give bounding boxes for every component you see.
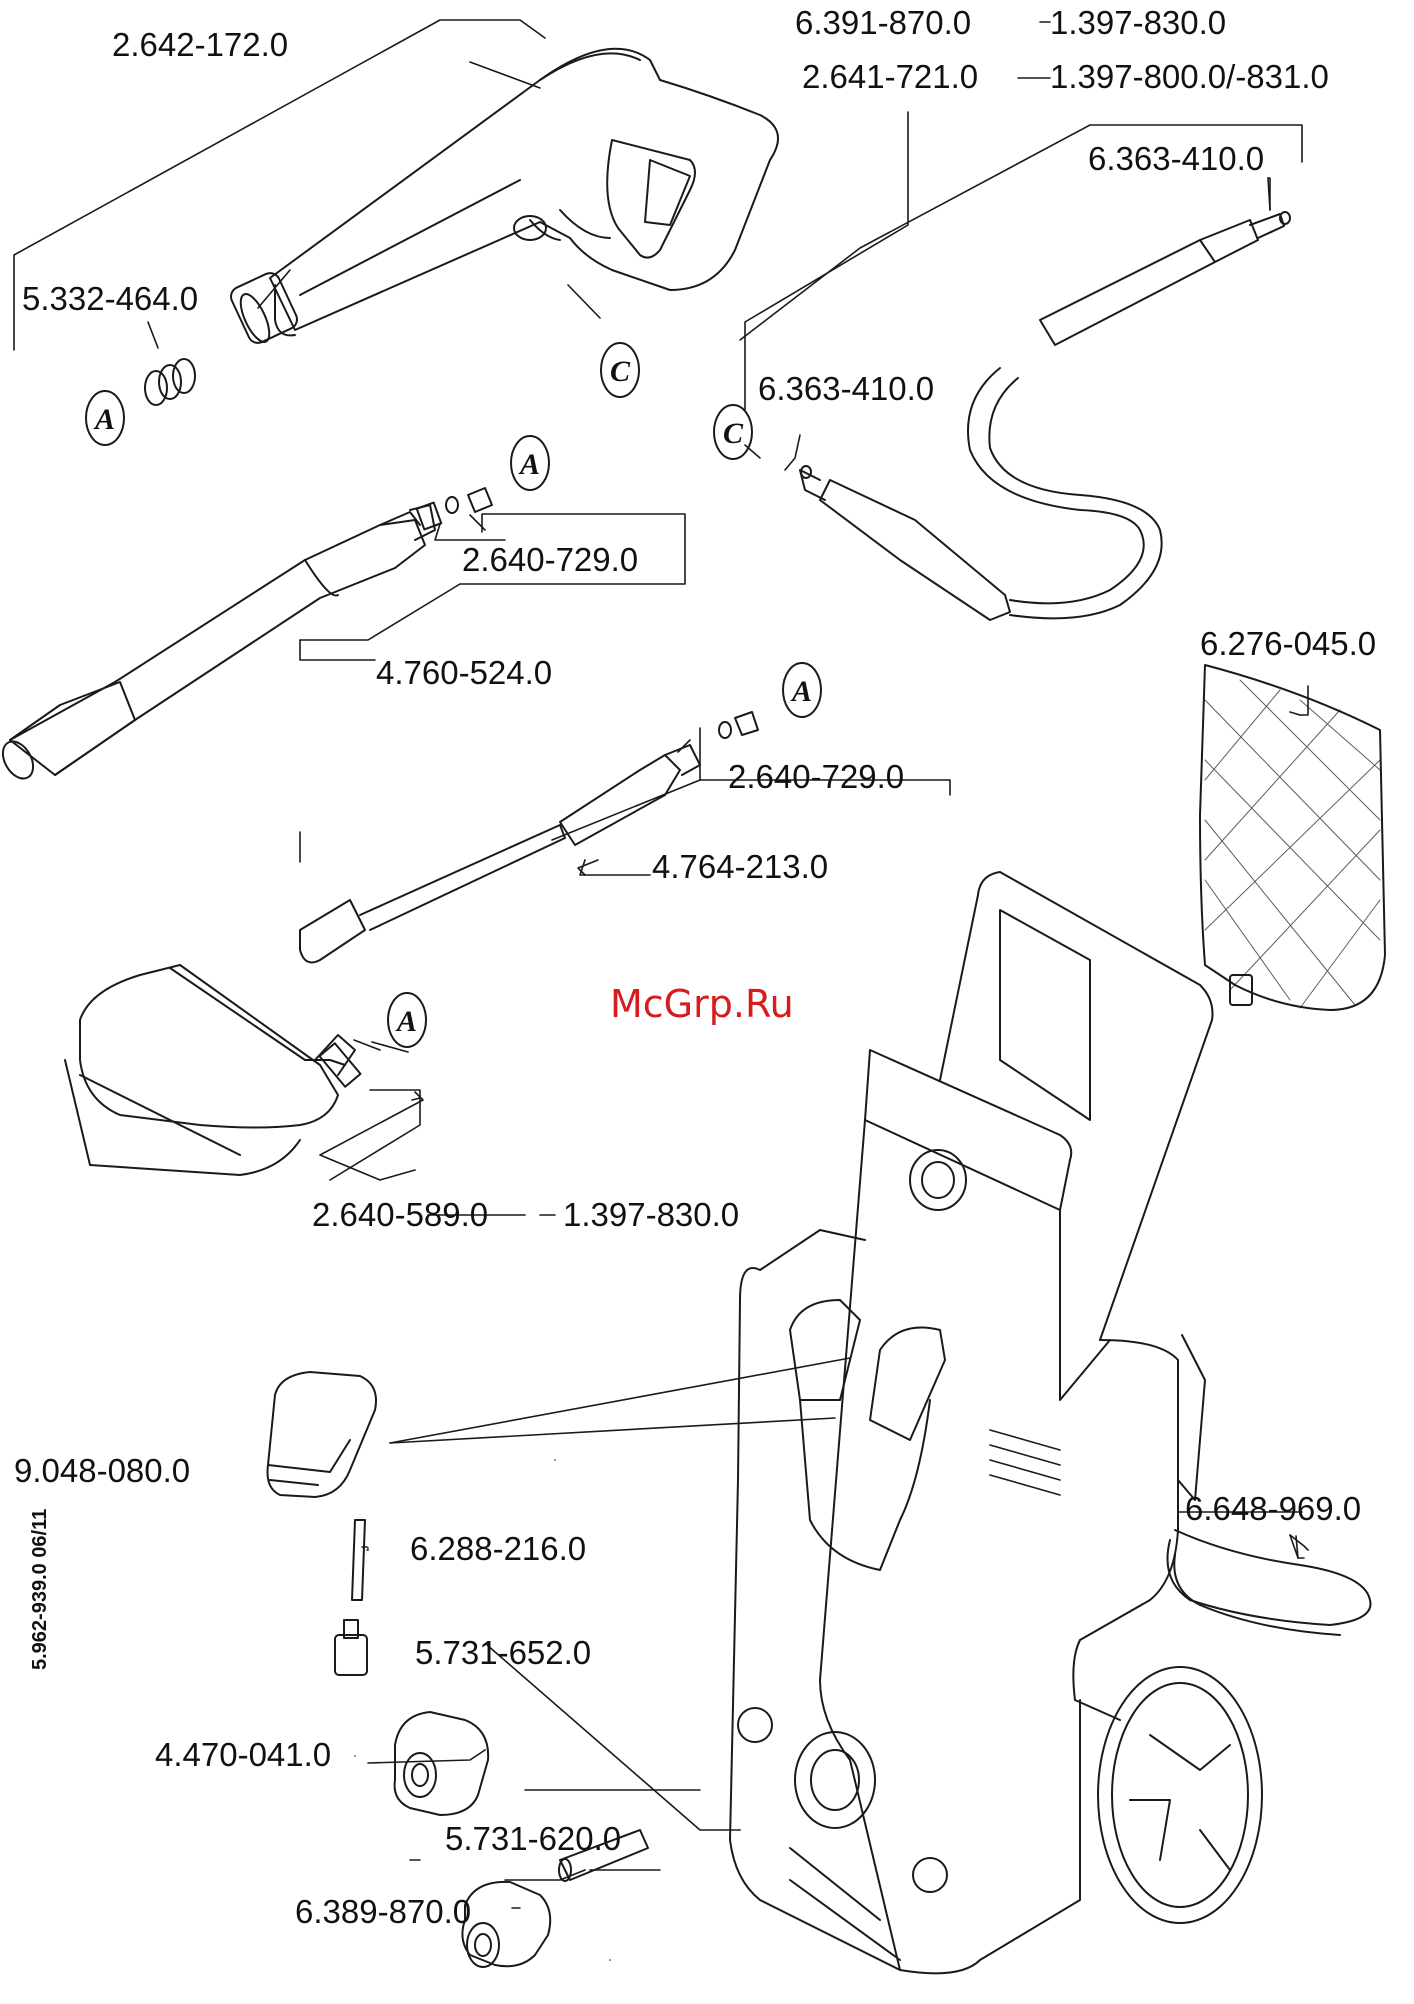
hp-hose-drawing [799,211,1291,621]
label-wash-brush-right: 1.397-830.0 [563,1196,740,1233]
label-dirt-blaster: 4.764-213.0 [652,848,829,885]
label-wash-brush-left: 2.640-589.0 [312,1196,489,1233]
label-detergent-cap: 9.048-080.0 [14,1452,191,1489]
label-vario-lance: 4.760-524.0 [376,654,553,691]
label-detergent-filter: 5.731-652.0 [415,1634,592,1671]
svg-text:A: A [93,403,115,436]
watermark: McGrp.Ru [610,982,794,1026]
label-hp-hose-left: 2.641-721.0 [802,58,979,95]
label-trigger-gun: 2.642-172.0 [112,26,289,63]
label-hp-hose-right: 1.397-800.0/-831.0 [1050,58,1329,95]
label-gun-seal-set: 5.332-464.0 [22,280,199,317]
label-hose-fitting-top-left: 6.391-870.0 [795,4,972,41]
marker-a-lance-upper: A [510,435,550,491]
svg-text:C: C [610,355,631,388]
label-garden-hose-coupling: 6.389-870.0 [295,1893,472,1930]
label-lance-adapter-upper: 2.640-729.0 [462,541,639,578]
label-lance-adapter-lower: 2.640-729.0 [728,758,905,795]
marker-a-lance-lower: A [782,662,822,718]
label-o-ring-top: 6.363-410.0 [1088,140,1265,177]
inlet-coupling-drawing [558,1829,649,1882]
trigger-gun-drawing [230,47,779,344]
label-inlet-coupling: 5.731-620.0 [445,1820,622,1857]
seal-set-drawing [144,358,196,406]
detergent-cap-drawing [266,1371,377,1498]
detergent-filter-drawing [334,1619,368,1676]
svg-text:A: A [395,1005,417,1038]
lance-adapter-upper-drawing [445,487,493,514]
label-filter-net: 6.276-045.0 [1200,625,1377,662]
filter-net-drawing [1199,664,1386,1011]
dirt-blaster-drawing [299,744,701,964]
suction-tube-drawing [351,1519,366,1601]
label-water-connector: 4.470-041.0 [155,1736,332,1773]
lance-adapter-lower-drawing [718,711,759,739]
water-connector-drawing [393,1711,490,1816]
label-power-cord: 6.648-969.0 [1185,1490,1362,1527]
marker-c-gun: C [600,342,640,398]
wash-brush-drawing [64,964,362,1176]
marker-c-hose: C [713,404,753,460]
label-hose-fitting-top: 6.391-870.0 [795,6,971,39]
pressure-washer-unit-drawing [729,871,1372,1975]
label-o-ring-mid: 6.363-410.0 [758,370,935,407]
vario-lance-drawing [1,501,443,780]
garden-hose-coupling-drawing [461,1880,552,1968]
marker-a-brush: A [387,992,427,1048]
leader-lines [13,19,1309,1961]
svg-text:C: C [723,417,744,450]
document-number: 5.962-939.0 06/11 [29,1508,51,1670]
label-hose-fitting-top-right: 1.397-830.0 [1050,4,1227,41]
svg-text:A: A [518,448,540,481]
marker-a-seal: A [85,390,125,446]
svg-text:A: A [790,675,812,708]
label-suction-tube: 6.288-216.0 [410,1530,587,1567]
